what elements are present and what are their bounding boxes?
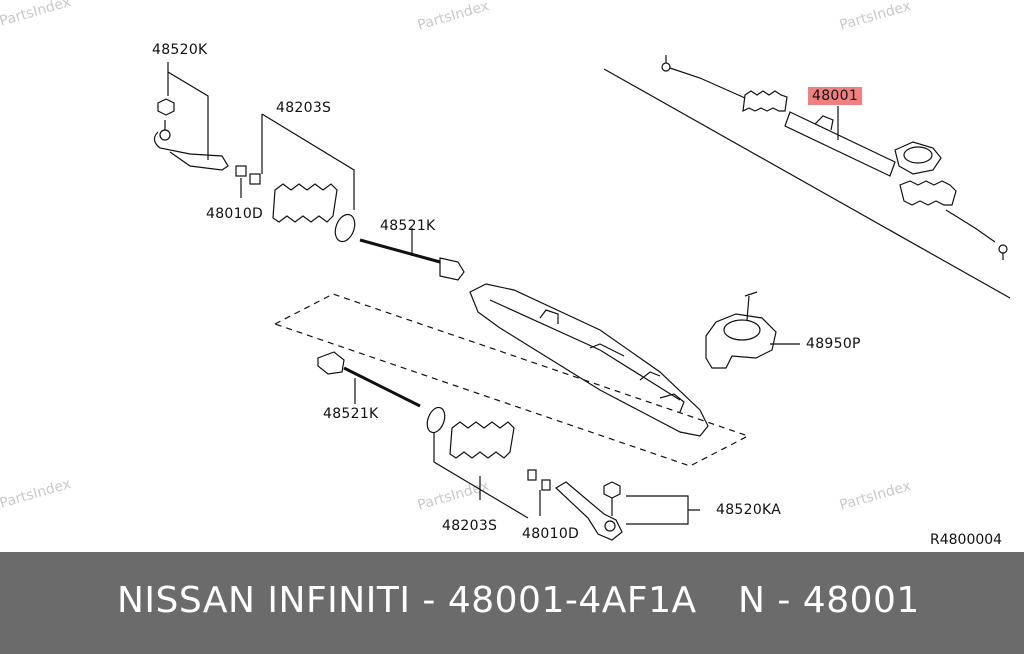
leader-48203s-lower <box>433 432 529 519</box>
clip-lower-a <box>527 469 537 481</box>
callout-48521k-lower: 48521K <box>323 406 379 422</box>
assembly-axis-line <box>603 68 1011 299</box>
footer-part-ref: N - 48001 <box>738 580 920 621</box>
clip-upper-b <box>249 173 261 185</box>
callout-48010d-upper: 48010D <box>206 206 264 222</box>
callout-48520ka: 48520KA <box>716 502 782 518</box>
callout-48010d-lower: 48010D <box>522 526 580 542</box>
callout-48203s-lower: 48203S <box>442 518 498 534</box>
gear-housing-drawing <box>469 283 709 437</box>
boot-grommet-drawing <box>705 291 777 369</box>
callout-48203s-upper: 48203S <box>276 100 332 116</box>
footer-banner: NISSAN INFINITI - 48001-4AF1A N - 48001 <box>0 552 1024 654</box>
boot-upper <box>272 183 338 223</box>
clip-lower-b <box>541 479 551 491</box>
tie-rod-end-upper-drawing <box>153 98 229 171</box>
footer-title: NISSAN INFINITI - 48001-4AF1A <box>117 580 697 621</box>
leader-48520k-a <box>167 62 209 160</box>
callout-48950p: 48950P <box>806 336 861 352</box>
clamp-upper <box>334 213 356 243</box>
inner-rod-lower <box>343 366 421 408</box>
diagram-reference: R4800004 <box>930 532 1003 548</box>
callout-48521k-upper: 48521K <box>380 218 436 234</box>
inner-rod-upper-joint <box>439 257 465 281</box>
diagram-drawing <box>153 55 1011 541</box>
assembled-rack-icon <box>661 55 1008 260</box>
parts-diagram: PartsIndex PartsIndex PartsIndex PartsIn… <box>0 0 1011 548</box>
clamp-lower <box>426 406 446 434</box>
callout-48520k: 48520K <box>152 42 208 58</box>
tie-rod-end-lower-drawing <box>555 481 623 541</box>
callout-48001-highlight: 48001 <box>808 87 863 105</box>
clip-upper-a <box>235 165 247 177</box>
boot-lower <box>449 421 515 459</box>
leader-48520ka <box>626 495 700 525</box>
callout-48001: 48001 <box>808 87 863 105</box>
dashed-group-box <box>273 293 750 467</box>
inner-rod-upper <box>359 238 441 264</box>
inner-rod-lower-joint <box>317 351 345 375</box>
leader-48203s-upper <box>261 113 355 210</box>
